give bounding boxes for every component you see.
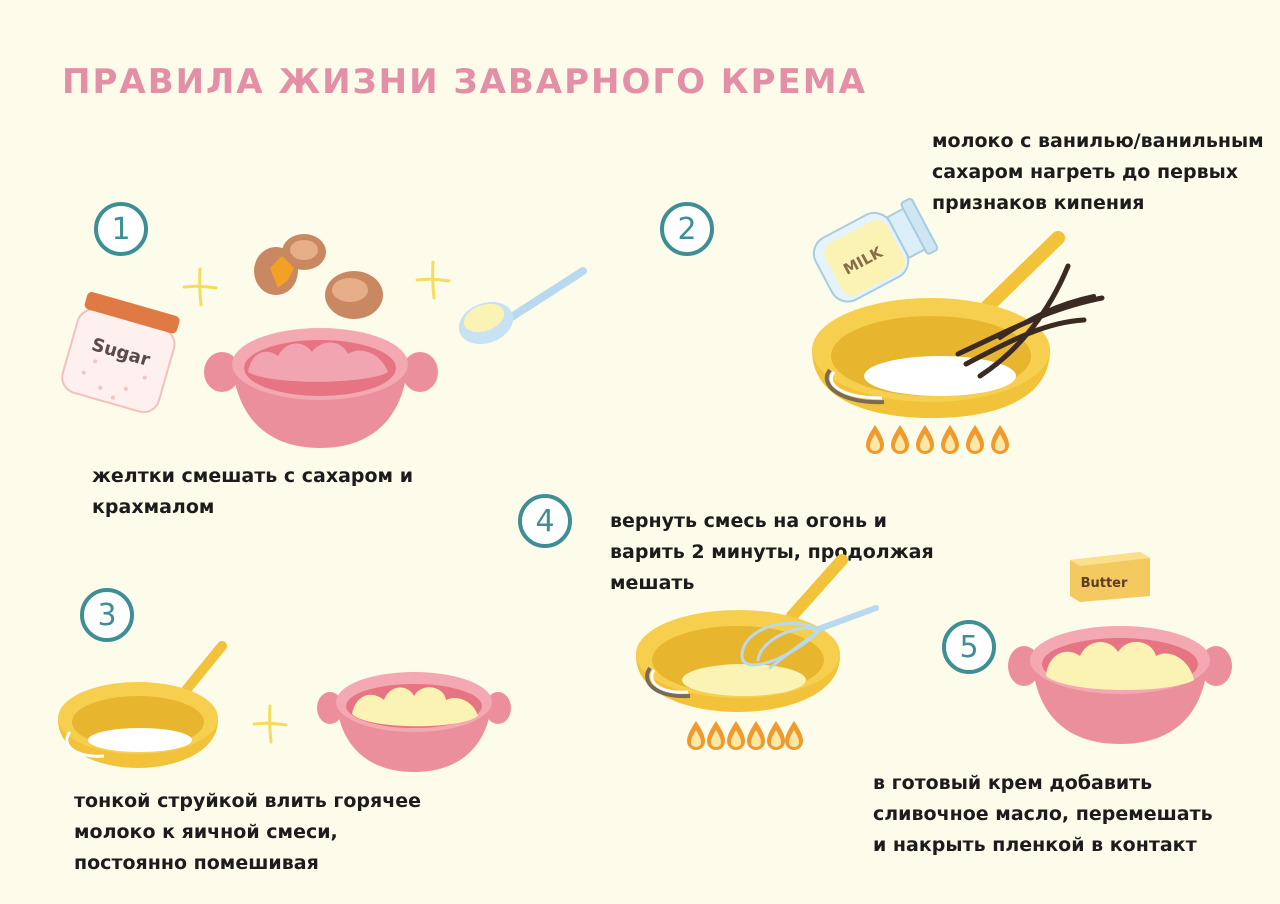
bowl-icon: [1008, 626, 1232, 744]
bowl-icon: [204, 328, 438, 448]
sugar-label: Sugar: [89, 334, 152, 371]
step-2-line: признаков кипения: [932, 192, 1145, 214]
pan-icon: [812, 231, 1065, 418]
milk-bottle-icon: MILK: [812, 197, 939, 303]
step-5-line: в готовый крем добавить: [873, 772, 1153, 794]
step-3-number: 3: [80, 588, 134, 642]
page-title: ПРАВИЛА ЖИЗНИ ЗАВАРНОГО КРЕМА: [62, 62, 867, 102]
butter-icon: Butter: [1070, 552, 1150, 602]
step-4-caption: вернуть смесь на огонь и варить 2 минуты…: [610, 506, 934, 599]
step-4-line: варить 2 минуты, продолжая: [610, 541, 934, 563]
step-2-line: молоко с ванилью/ванильным: [932, 130, 1264, 152]
sugar-jar-icon: Sugar: [61, 292, 180, 414]
step-1-number: 1: [94, 202, 148, 256]
step-3-line: тонкой струйкой влить горячее: [74, 790, 422, 812]
step-5-line: сливочное масло, перемешать: [873, 803, 1213, 825]
step-3-line: молоко к яичной смеси,: [74, 821, 338, 843]
eggs-icon: [254, 234, 383, 319]
pan-icon: [58, 641, 227, 768]
step-1-line: желтки смешать с сахаром и: [92, 465, 414, 487]
butter-label: Butter: [1081, 576, 1128, 591]
whisk-icon: [740, 605, 879, 670]
bowl-icon: [317, 672, 511, 772]
step-1-line: крахмалом: [92, 496, 215, 518]
step-4-number: 4: [518, 494, 572, 548]
step-4-line: вернуть смесь на огонь и: [610, 510, 887, 532]
step-2-number: 2: [660, 202, 714, 256]
vanilla-icon: [955, 263, 1105, 379]
step-5-caption: в готовый крем добавить сливочное масло,…: [873, 768, 1213, 861]
step-5-line: и накрыть пленкой в контакт: [873, 834, 1197, 856]
step-2-line: сахаром нагреть до первых: [932, 161, 1239, 183]
step-4-line: мешать: [610, 572, 695, 594]
flame-icon: [866, 425, 1009, 454]
step-2-caption: молоко с ванилью/ванильным сахаром нагре…: [932, 126, 1264, 219]
flame-icon: [687, 721, 803, 750]
step-3-caption: тонкой струйкой влить горячее молоко к я…: [74, 786, 421, 879]
step-5-number: 5: [942, 620, 996, 674]
step-3-line: постоянно помешивая: [74, 852, 319, 874]
step-1-caption: желтки смешать с сахаром и крахмалом: [92, 461, 413, 523]
milk-label: MILK: [840, 242, 886, 278]
spoon-icon: [458, 267, 587, 345]
